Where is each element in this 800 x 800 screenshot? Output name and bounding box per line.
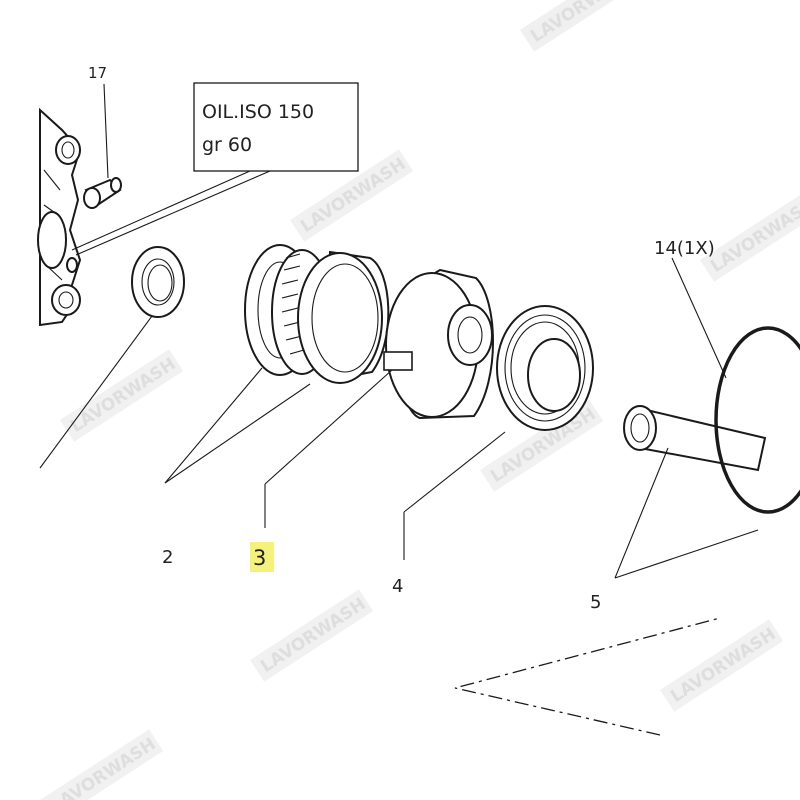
- part-14-o-ring: [714, 326, 800, 514]
- callout-5: 5: [590, 592, 601, 613]
- svg-text:LAVORWASH: LAVORWASH: [527, 0, 639, 47]
- callout-2: 2: [162, 547, 173, 568]
- watermark: LAVORWASH: [520, 0, 644, 52]
- part-2-seal-pack: [244, 244, 390, 384]
- oil-note: OIL.ISO 150 gr 60: [193, 82, 359, 172]
- watermark: LAVORWASH: [700, 189, 800, 282]
- oil-note-line2: gr 60: [202, 134, 252, 156]
- svg-text:LAVORWASH: LAVORWASH: [257, 594, 369, 677]
- part-5-plunger: [623, 405, 767, 472]
- watermark: LAVORWASH: [39, 729, 164, 800]
- svg-text:LAVORWASH: LAVORWASH: [47, 734, 159, 800]
- callout-3-highlight: [250, 542, 274, 572]
- callout-14: 14(1X): [654, 238, 715, 259]
- part-4-seal: [496, 305, 594, 431]
- part-17-plug: [83, 83, 122, 209]
- svg-text:LAVORWASH: LAVORWASH: [667, 624, 779, 707]
- svg-text:LAVORWASH: LAVORWASH: [67, 354, 179, 437]
- watermark: LAVORWASH: [250, 589, 374, 682]
- part-3-bushing: [383, 268, 494, 420]
- oil-seal: [131, 246, 185, 318]
- callout-3: 3: [253, 546, 266, 570]
- callout-4: 4: [392, 576, 403, 597]
- watermark: LAVORWASH: [660, 619, 784, 712]
- callout-17: 17: [88, 64, 107, 82]
- assembly-boundary: [454, 617, 721, 736]
- watermark: LAVORWASH: [59, 349, 184, 442]
- pump-housing: [37, 107, 82, 327]
- oil-note-line1: OIL.ISO 150: [202, 101, 314, 123]
